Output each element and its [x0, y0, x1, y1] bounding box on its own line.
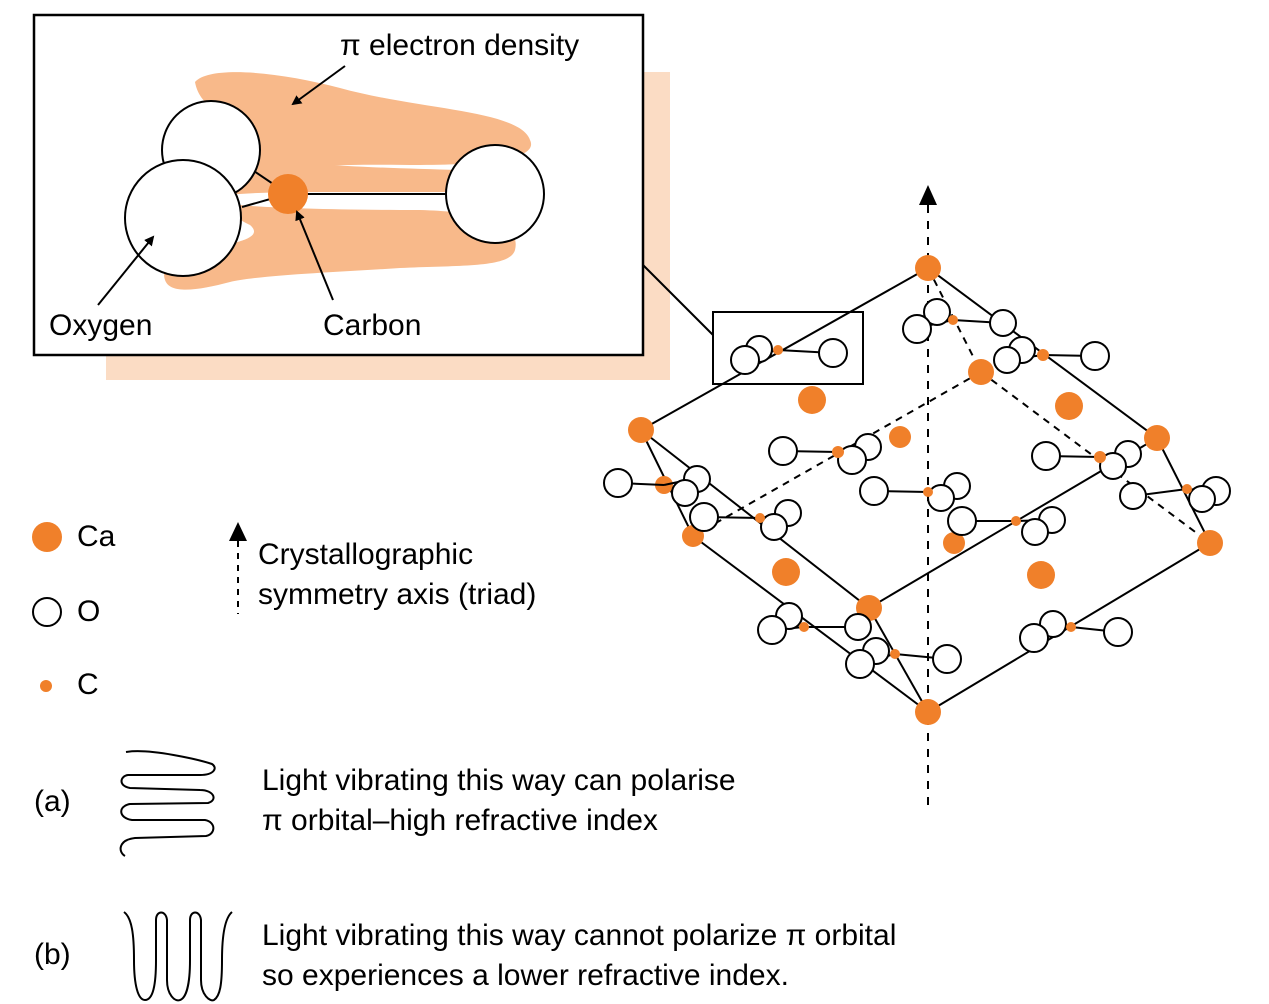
note-b-label: (b)	[34, 938, 71, 971]
legend-ca-label: Ca	[77, 520, 116, 553]
carbonate-group	[730, 335, 848, 375]
oxygen-arrow	[97, 235, 155, 306]
legend-o-label: O	[77, 595, 101, 628]
ca-atom	[628, 417, 654, 443]
pi-density-label: π electron density	[340, 29, 580, 62]
oxygen-label: Oxygen	[49, 309, 153, 342]
note-a-label: (a)	[34, 785, 71, 818]
highlight-box	[712, 311, 864, 385]
wave-a-horizontal-vibration	[119, 750, 216, 857]
note-b-line1: Light vibrating this way cannot polarize…	[262, 919, 897, 952]
legend-axis-label-line2: symmetry axis (triad)	[258, 578, 537, 611]
carbonate-group	[1019, 610, 1133, 653]
ca-atom	[1197, 530, 1223, 556]
inset-connector-line	[642, 264, 714, 336]
carbon-arrow	[295, 210, 334, 301]
legend-ca-symbol	[32, 522, 62, 552]
carbonate-group	[689, 499, 802, 541]
inset-oxygen-atom-right	[445, 144, 545, 244]
carbonate-group	[845, 637, 962, 679]
carbonate-group	[947, 506, 1066, 546]
pi-electron-density-cloud	[164, 72, 532, 290]
ca-atom	[1055, 392, 1083, 420]
legend-c-symbol	[40, 680, 52, 692]
carbonate-group	[757, 602, 872, 645]
carbonate-group	[768, 433, 882, 475]
ca-atom	[1027, 561, 1055, 589]
note-b-line2: so experiences a lower refractive index.	[262, 959, 789, 992]
ca-atom	[915, 255, 941, 281]
legend-o-symbol	[32, 597, 62, 627]
ca-atom	[889, 426, 911, 448]
legend-axis-symbol	[229, 522, 247, 614]
ca-atom	[915, 699, 941, 725]
note-a-line1: Light vibrating this way can polarise	[262, 764, 736, 797]
carbonate-group	[859, 472, 971, 512]
carbonate-group	[603, 465, 711, 507]
carbonate-group	[1119, 476, 1231, 513]
carbonate-group	[993, 336, 1110, 374]
ca-atom	[943, 532, 965, 554]
carbonate-group	[902, 298, 1017, 344]
ca-atom	[968, 359, 994, 385]
inset-carbonate-molecule	[124, 100, 545, 277]
ca-atom	[772, 558, 800, 586]
legend-axis-label-line1: Crystallographic	[258, 538, 474, 571]
carbon-label: Carbon	[323, 309, 422, 342]
carbonate-groups	[603, 298, 1231, 679]
legend-c-label: C	[77, 668, 99, 701]
ca-atom	[798, 386, 826, 414]
inset-carbon-atom	[268, 174, 308, 214]
ca-atom	[1144, 425, 1170, 451]
inset-oxygen-atom-front	[124, 159, 242, 277]
wave-b-vertical-vibration	[123, 911, 233, 1002]
note-a-line2: π orbital–high refractive index	[262, 804, 658, 837]
pi-density-arrow	[291, 65, 346, 106]
carbonate-group	[1031, 440, 1142, 480]
